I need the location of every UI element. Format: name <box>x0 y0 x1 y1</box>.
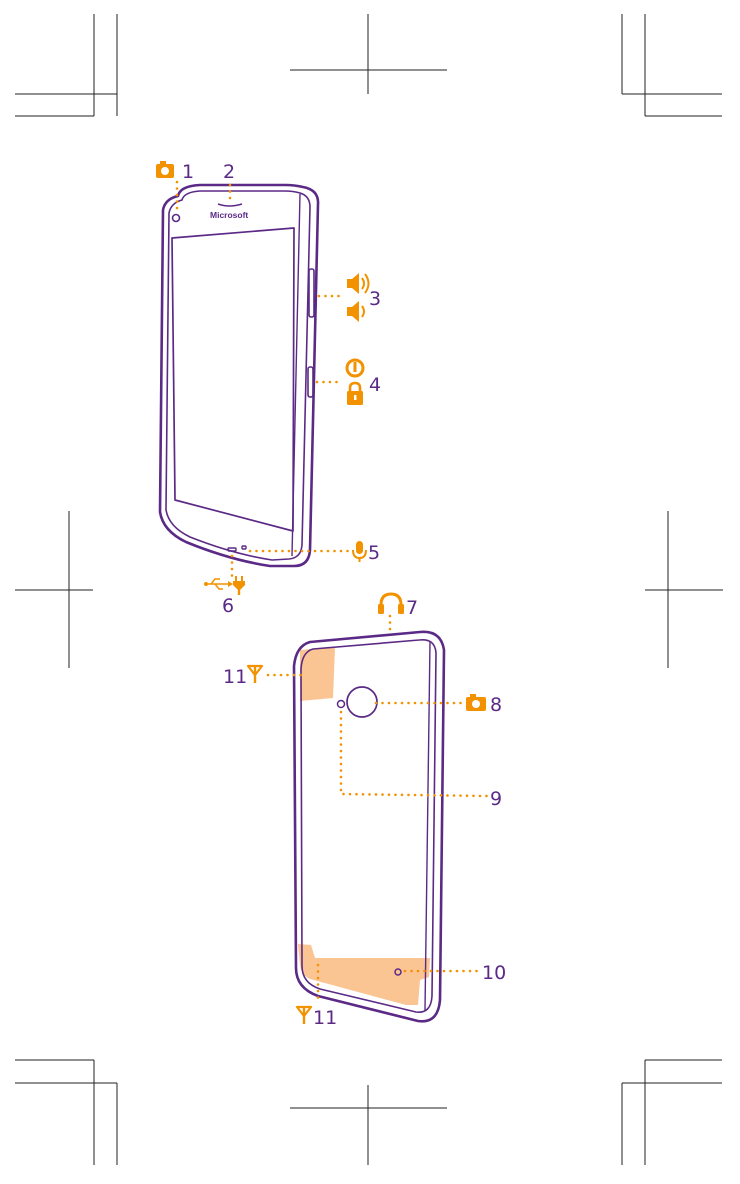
top-antenna-area <box>300 647 335 701</box>
microphone-opening <box>241 545 247 550</box>
brand-logo: Microsoft <box>210 210 248 220</box>
power-key <box>307 366 314 398</box>
phone-front-inner-edge <box>165 190 311 561</box>
bottom-antenna-area <box>298 944 430 1005</box>
callout-number-1: 1 <box>182 161 194 183</box>
phone-back-outer-edge <box>292 630 446 1023</box>
phone-back-side-edge <box>424 641 431 1011</box>
callout-number-8: 8 <box>490 694 502 716</box>
usb-connector <box>227 547 237 552</box>
callout-number-2: 2 <box>223 161 235 183</box>
callout-number-3: 3 <box>369 288 381 310</box>
callout-number-9: 9 <box>490 788 502 810</box>
camera-icon <box>466 694 486 711</box>
callout-number-7: 7 <box>406 597 418 619</box>
antenna-icon <box>246 664 264 683</box>
lock-icon <box>347 381 363 405</box>
loudspeaker <box>394 968 402 976</box>
volume-key <box>308 268 315 318</box>
power-icon <box>345 358 365 378</box>
headphones-icon <box>378 592 404 614</box>
phone-back-inner-edge <box>300 638 437 1013</box>
volume-down-icon <box>347 301 365 322</box>
crop-marks <box>15 14 723 1165</box>
callout-number-11-top: 11 <box>223 666 247 688</box>
camera-icon <box>156 161 174 178</box>
phone-front-screen <box>171 227 295 532</box>
phone-back <box>292 630 446 1023</box>
callout-number-10: 10 <box>482 962 506 984</box>
front-camera-lens <box>171 213 181 223</box>
camera-flash <box>336 699 346 709</box>
callout-number-5: 5 <box>368 542 380 564</box>
microphone-icon <box>352 541 367 562</box>
phone-front: Microsoft <box>158 183 320 568</box>
main-camera-lens <box>346 686 378 718</box>
callout-number-4: 4 <box>369 374 381 396</box>
earpiece-slot <box>217 203 243 207</box>
leader-line-9 <box>339 710 490 798</box>
callout-number-6: 6 <box>222 595 234 617</box>
callout-numbers: 1 2 3 4 5 6 7 8 9 10 11 11 <box>182 161 506 1029</box>
leader-lines <box>175 180 490 1004</box>
phone-front-outer-edge <box>158 183 320 568</box>
callout-number-11-bottom: 11 <box>313 1007 337 1029</box>
volume-up-icon <box>347 273 370 294</box>
usb-icon <box>204 578 233 590</box>
charger-icon <box>233 576 245 595</box>
antenna-icon <box>295 1005 313 1024</box>
